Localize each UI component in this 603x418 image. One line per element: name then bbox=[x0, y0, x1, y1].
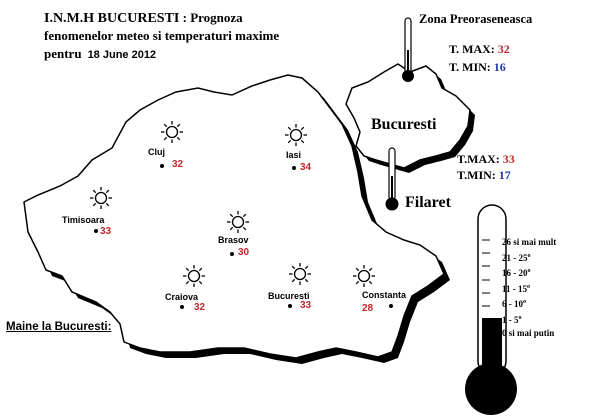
scale-item: 21 - 25o bbox=[502, 252, 531, 263]
city-temp-iasi: 34 bbox=[300, 162, 312, 173]
city-label-cluj: Cluj bbox=[148, 147, 165, 157]
city-temp-constanta: 28 bbox=[362, 303, 374, 314]
scale-item: 26 si mai mult bbox=[502, 237, 557, 247]
scale-item: 1 - 5o bbox=[502, 314, 522, 325]
city-temp-timisoara: 33 bbox=[100, 226, 112, 237]
zone-tmax-value: 32 bbox=[497, 42, 510, 56]
scale-item: 0 si mai putin bbox=[502, 328, 555, 338]
header-line-2: fenomenelor meteo si temperaturi maxime bbox=[44, 28, 280, 43]
sun-icon bbox=[90, 187, 112, 209]
scale-labels: 26 si mai mult 21 - 25o 16 - 20o 11 - 15… bbox=[502, 236, 556, 341]
city-temp-brasov: 30 bbox=[238, 247, 250, 258]
zone-tmin: T. MIN: 16 bbox=[449, 60, 506, 75]
zone-tmin-label: T. MIN: bbox=[449, 60, 491, 74]
city-temp-craiova: 32 bbox=[194, 302, 206, 313]
filaret-thermometer-icon bbox=[385, 147, 399, 211]
zone-tmin-value: 16 bbox=[493, 60, 506, 74]
station-filaret: Filaret bbox=[405, 194, 451, 211]
city-label-iasi: Iasi bbox=[286, 150, 302, 160]
city-dot-bucuresti bbox=[288, 304, 292, 308]
sun-icon bbox=[353, 265, 375, 287]
scale-item: 11 - 15o bbox=[502, 283, 531, 294]
city-temp-bucuresti: 33 bbox=[300, 300, 312, 311]
bucharest-tmax-label: T.MAX: bbox=[457, 152, 500, 166]
header-prognoza: : Prognoza bbox=[179, 10, 243, 25]
sun-icon bbox=[183, 265, 205, 287]
city-dot-cluj bbox=[160, 164, 164, 168]
sun-icon bbox=[161, 121, 183, 143]
scale-item: 16 - 20o bbox=[502, 268, 531, 278]
bucharest-tmax-value: 33 bbox=[502, 152, 515, 166]
city-markers bbox=[94, 164, 393, 309]
city-temp-cluj: 32 bbox=[172, 159, 184, 170]
org-name: I.N.M.H BUCURESTI bbox=[44, 11, 180, 26]
city-dot-brasov bbox=[230, 252, 234, 256]
bucharest-inset-map bbox=[345, 63, 475, 173]
city-dot-craiova bbox=[180, 305, 184, 309]
scale-item: 6 - 10o bbox=[502, 299, 526, 309]
thermometer-scale-icon bbox=[465, 204, 517, 415]
bucharest-tmin-value: 17 bbox=[498, 168, 511, 182]
sun-icons bbox=[90, 121, 375, 287]
zone-title: Zona Preoraseneasca bbox=[419, 12, 533, 26]
city-label-timisoara: Timisoara bbox=[62, 215, 105, 225]
zone-tmax: T. MAX: 32 bbox=[449, 42, 510, 57]
tomorrow-label: Maine la Bucuresti: bbox=[6, 321, 112, 333]
city-label-bucuresti: Bucuresti bbox=[268, 291, 310, 301]
city-dot-timisoara bbox=[94, 229, 98, 233]
bucharest-tmin-label: T.MIN: bbox=[457, 168, 496, 182]
city-label-craiova: Craiova bbox=[165, 292, 199, 302]
city-label-constanta: Constanta bbox=[362, 290, 407, 300]
zone-thermometer-icon bbox=[402, 17, 414, 82]
date-label: pentru bbox=[44, 46, 82, 61]
sun-icon bbox=[227, 211, 249, 233]
header-line-1: I.N.M.H BUCURESTI : Prognoza bbox=[44, 10, 243, 26]
sun-icon bbox=[285, 124, 307, 146]
header-line-3: pentru 18 June 2012 bbox=[44, 46, 156, 63]
bucharest-tmin: T.MIN: 17 bbox=[457, 168, 511, 183]
bucharest-tmax: T.MAX: 33 bbox=[457, 152, 515, 167]
city-dot-iasi bbox=[292, 166, 296, 170]
zone-tmax-label: T. MAX: bbox=[449, 42, 495, 56]
city-dot-constanta bbox=[389, 304, 393, 308]
city-label-brasov: Brasov bbox=[218, 235, 249, 245]
sun-icon bbox=[289, 263, 311, 285]
bucharest-inset-label: Bucuresti bbox=[371, 116, 437, 133]
forecast-date: 18 June 2012 bbox=[87, 49, 157, 61]
